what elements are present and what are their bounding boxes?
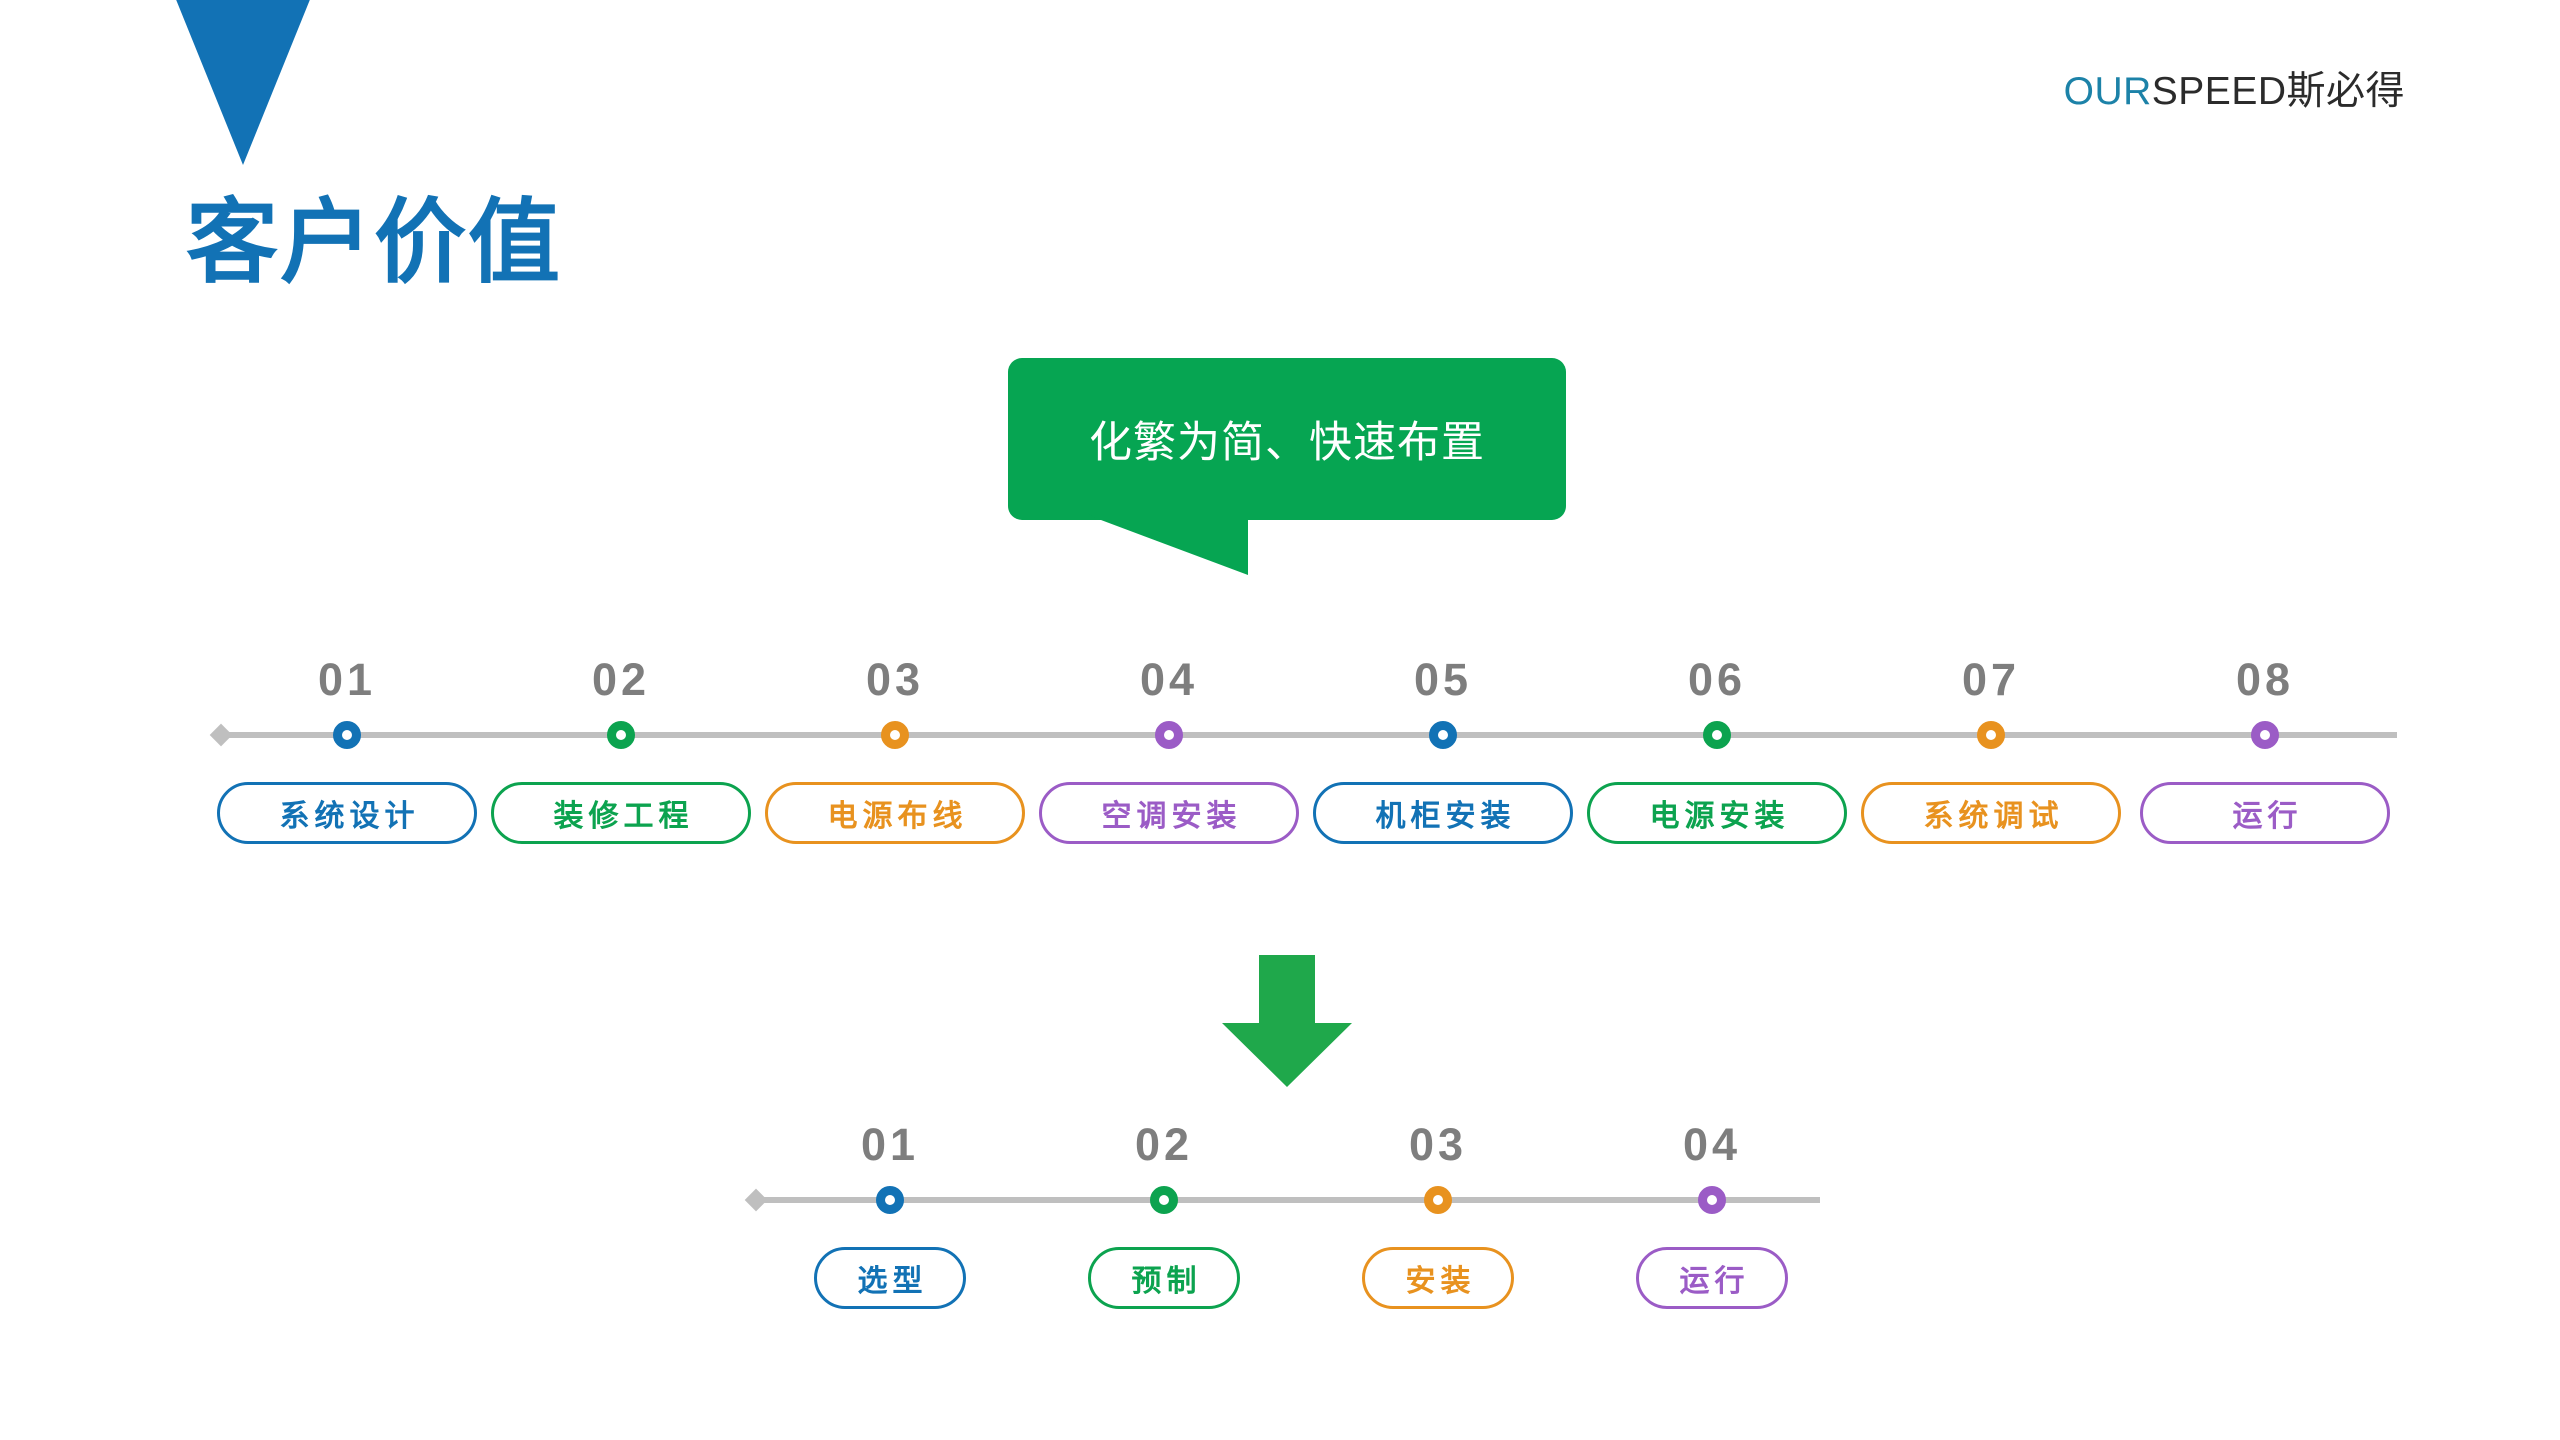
timeline-bottom-marker-dot-02[interactable]	[1150, 1186, 1178, 1214]
callout-bubble: 化繁为简、快速布置	[1008, 358, 1566, 575]
timeline-top-pill-07[interactable]: 系统调试	[1861, 782, 2121, 844]
timeline-top-marker-dot-05[interactable]	[1429, 721, 1457, 749]
timeline-top-pill-03[interactable]: 电源布线	[765, 782, 1025, 844]
callout-tail-icon	[1088, 513, 1248, 575]
page-title: 客户价值	[186, 192, 563, 294]
timeline-bottom-marker-dot-01[interactable]	[876, 1186, 904, 1214]
timeline-top-number-04: 04	[1139, 654, 1199, 705]
timeline-bottom-number-04: 04	[1682, 1119, 1742, 1170]
timeline-top-number-06: 06	[1687, 654, 1747, 705]
timeline-top-marker-dot-02[interactable]	[607, 721, 635, 749]
timeline-top-pill-label-07: 系统调试	[1923, 800, 2064, 833]
timeline-bottom-marker-dot-03[interactable]	[1424, 1186, 1452, 1214]
timeline-start-diamond-icon-2	[744, 1188, 768, 1212]
brand-accent-text: OUR	[2063, 70, 2152, 113]
timeline-top-pill-label-03: 电源布线	[827, 800, 968, 833]
callout-body: 化繁为简、快速布置	[1008, 358, 1566, 520]
timeline-top-number-05: 05	[1413, 654, 1473, 705]
timeline-top-pill-label-05: 机柜安装	[1375, 800, 1516, 833]
timeline-top-marker-dot-07[interactable]	[1977, 721, 2005, 749]
timeline-top-pill-04[interactable]: 空调安装	[1039, 782, 1299, 844]
timeline-bottom-pill-04[interactable]: 运行	[1636, 1247, 1788, 1309]
timeline-bottom-pill-label-04: 运行	[1679, 1265, 1750, 1298]
brand-rest-text: SPEED斯必得	[2151, 70, 2405, 113]
decorative-triangle	[175, 0, 311, 165]
timeline-top-pill-02[interactable]: 装修工程	[491, 782, 751, 844]
timeline-top-marker-dot-03[interactable]	[881, 721, 909, 749]
timeline-top-pill-08[interactable]: 运行	[2140, 782, 2390, 844]
timeline-top-number-08: 08	[2235, 654, 2295, 705]
timeline-bottom-number-01: 01	[860, 1119, 920, 1170]
timeline-bottom-pill-03[interactable]: 安装	[1362, 1247, 1514, 1309]
timeline-bottom-marker-dot-04[interactable]	[1698, 1186, 1726, 1214]
timeline-bottom-pill-02[interactable]: 预制	[1088, 1247, 1240, 1309]
down-arrow-icon	[1222, 955, 1352, 1087]
timeline-bottom-pill-label-01: 选型	[857, 1265, 928, 1298]
timeline-bottom-line	[752, 1197, 1820, 1203]
timeline-top-number-03: 03	[865, 654, 925, 705]
brand-logo: OURSPEED斯必得	[2064, 60, 2405, 116]
timeline-top-pill-label-04: 空调安装	[1101, 800, 1242, 833]
timeline-top-pill-01[interactable]: 系统设计	[217, 782, 477, 844]
timeline-bottom-pill-01[interactable]: 选型	[814, 1247, 966, 1309]
callout-text: 化繁为简、快速布置	[1089, 419, 1485, 467]
timeline-top-marker-dot-04[interactable]	[1155, 721, 1183, 749]
timeline-bottom-pill-label-02: 预制	[1131, 1265, 1202, 1298]
timeline-top-pill-05[interactable]: 机柜安装	[1313, 782, 1573, 844]
timeline-top-number-07: 07	[1961, 654, 2021, 705]
timeline-top-pill-label-08: 运行	[2232, 800, 2303, 833]
timeline-top-number-02: 02	[591, 654, 651, 705]
timeline-top-number-01: 01	[317, 654, 377, 705]
timeline-top-pill-label-02: 装修工程	[553, 800, 694, 833]
timeline-start-diamond-icon	[209, 723, 233, 747]
timeline-bottom-number-02: 02	[1134, 1119, 1194, 1170]
timeline-bottom-pill-label-03: 安装	[1405, 1265, 1476, 1298]
timeline-top-marker-dot-06[interactable]	[1703, 721, 1731, 749]
timeline-top-marker-dot-08[interactable]	[2251, 721, 2279, 749]
timeline-top-line	[217, 732, 2397, 738]
timeline-top-pill-06[interactable]: 电源安装	[1587, 782, 1847, 844]
timeline-bottom-number-03: 03	[1408, 1119, 1468, 1170]
timeline-top-pill-label-01: 系统设计	[279, 800, 420, 833]
timeline-top-pill-label-06: 电源安装	[1649, 800, 1790, 833]
timeline-top-marker-dot-01[interactable]	[333, 721, 361, 749]
